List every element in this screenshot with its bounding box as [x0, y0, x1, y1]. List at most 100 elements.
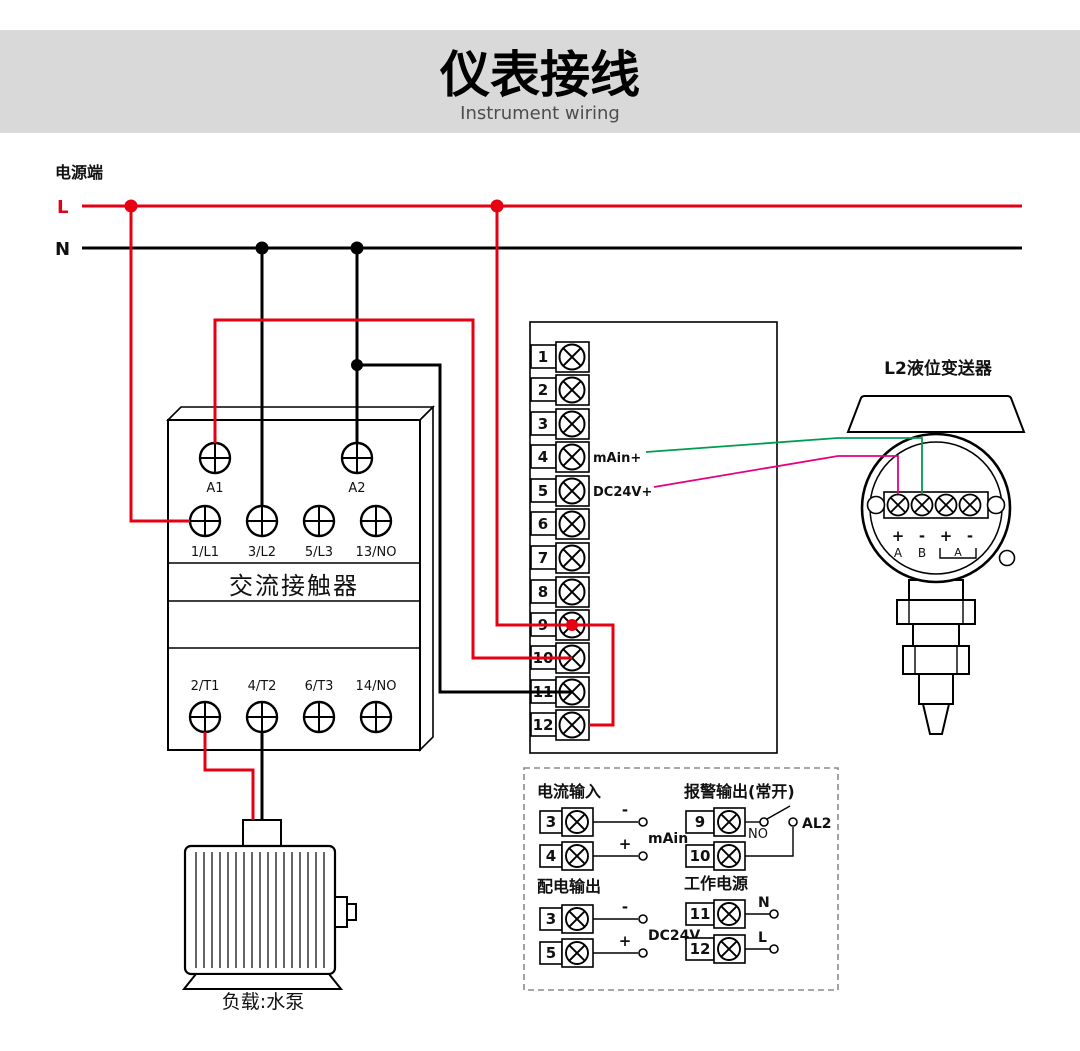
tx-polarity: - — [919, 527, 925, 545]
legend-title: 配电输出 — [537, 877, 601, 896]
load-label: 负载:水泵 — [222, 991, 304, 1013]
strip-row-12: 12 — [530, 709, 590, 741]
terminal-13no-screw-icon — [359, 504, 393, 538]
tx-polarity: + — [892, 527, 905, 545]
tx-bracket-letter: A — [954, 546, 962, 559]
line-n-label: N — [55, 239, 70, 260]
legend-terminal-number: 9 — [695, 813, 705, 831]
terminal-number: 5 — [538, 482, 548, 500]
legend-terminal-number: 5 — [546, 944, 556, 962]
contactor-name-label: 交流接触器 — [229, 572, 359, 600]
legend-border — [523, 767, 839, 991]
junction-dot — [566, 619, 578, 631]
transmitter-bolt-icon — [998, 549, 1016, 567]
terminal-a1-screw-icon — [198, 441, 232, 475]
legend-box: 电流输入 3 - 4 + mAin 报警输出(常开) 9 NO AL2 10 — [523, 767, 839, 991]
wire-terminal9-to-terminal12 — [572, 623, 615, 727]
motor-base — [181, 973, 344, 990]
screw-icon — [558, 376, 586, 404]
junction-dot — [350, 241, 364, 255]
tx-letter-a: A — [894, 546, 903, 560]
minus-sign: - — [622, 801, 628, 819]
terminal-number: 3 — [538, 415, 548, 433]
terminal-3l2-screw-icon — [245, 504, 279, 538]
tx-screw-icon — [958, 493, 982, 517]
terminal-1l1-screw-icon — [188, 504, 222, 538]
header-band — [0, 30, 1080, 133]
tx-polarity: - — [967, 527, 973, 545]
screw-icon — [565, 810, 589, 834]
motor-pump: 负载:水泵 — [181, 819, 357, 1013]
terminal-number: 2 — [538, 381, 548, 399]
terminal-number: 4 — [538, 448, 548, 466]
strip-row-2: 2 — [530, 374, 590, 406]
contactor-top-face — [166, 406, 435, 421]
screw-icon — [558, 544, 586, 572]
legend-alarm-output: 报警输出(常开) 9 NO AL2 10 — [684, 782, 832, 871]
n-label: N — [758, 895, 770, 911]
strip-row-5: 5 — [530, 475, 590, 507]
wire-l-to-1l1 — [129, 206, 190, 523]
level-transmitter: L2液位变送器 + - + - A B A — [846, 358, 1026, 735]
header-banner: 仪表接线 Instrument wiring — [0, 30, 1080, 133]
plus-sign: + — [619, 932, 632, 950]
tx-screw-icon — [886, 493, 910, 517]
dc24v-plus-label: DC24V+ — [593, 485, 652, 500]
screw-icon — [558, 711, 586, 739]
screw-icon — [558, 477, 586, 505]
screw-icon — [565, 941, 589, 965]
terminal-a1-label: A1 — [206, 481, 223, 496]
terminal-6t3-screw-icon — [302, 700, 336, 734]
legend-terminal-number: 10 — [690, 847, 711, 865]
terminal-a2-label: A2 — [348, 481, 365, 496]
terminal-14no-label: 14/NO — [356, 679, 397, 694]
contactor-side-face — [419, 405, 434, 752]
legend-title: 电流输入 — [537, 782, 601, 801]
motor-terminal-box — [242, 819, 282, 847]
terminal-6t3-label: 6/T3 — [305, 679, 334, 694]
terminal-5l3-label: 5/L3 — [305, 545, 333, 560]
legend-terminal-number: 12 — [690, 940, 711, 958]
junction-dot — [124, 199, 138, 213]
legend-terminal-number: 11 — [690, 905, 711, 923]
terminal-number: 7 — [538, 549, 548, 567]
wires — [129, 206, 923, 820]
wire-main-to-transmitter — [645, 437, 923, 494]
l-label: L — [758, 930, 767, 946]
wire-2t1-to-motor — [203, 732, 255, 820]
power-bus: 电源端 L N — [55, 163, 1022, 260]
screw-icon — [717, 937, 741, 961]
junction-dot — [351, 359, 363, 371]
ac-contactor: A1 A2 1/L1 3/L2 5/L3 13/NO 交流接触器 2/T1 4/… — [166, 405, 435, 752]
switch-blade — [766, 805, 791, 820]
screw-icon — [565, 844, 589, 868]
minus-sign: - — [622, 898, 628, 916]
terminal-2t1-label: 2/T1 — [191, 679, 220, 694]
instrument-terminal-strip: 1 2 3 4 5 6 7 8 — [529, 321, 778, 754]
strip-row-8: 8 — [530, 576, 590, 608]
legend-terminal-number: 3 — [546, 813, 556, 831]
power-terminal-label: 电源端 — [55, 163, 103, 182]
terminal-3l2-label: 3/L2 — [248, 545, 276, 560]
contactor-body — [167, 419, 421, 751]
terminal-13no-label: 13/NO — [356, 545, 397, 560]
page-title: 仪表接线 — [439, 46, 640, 104]
legend-current-input: 电流输入 3 - 4 + mAin — [537, 782, 688, 871]
plus-sign: + — [619, 835, 632, 853]
screw-icon — [558, 443, 586, 471]
tx-letter-b: B — [918, 546, 926, 560]
al2-label: AL2 — [802, 816, 832, 832]
wire-n-to-terminal11 — [357, 363, 572, 694]
tx-polarity: + — [940, 527, 953, 545]
probe-tip — [921, 703, 951, 735]
screw-icon — [717, 902, 741, 926]
screw-icon — [717, 810, 741, 834]
strip-row-7: 7 — [530, 542, 590, 574]
legend-terminal-number: 4 — [546, 847, 556, 865]
main-plus-label: mAin+ — [593, 451, 641, 466]
terminal-number: 12 — [533, 716, 554, 734]
screw-icon — [558, 343, 586, 371]
terminal-a2-screw-icon — [340, 441, 374, 475]
terminal-number: 6 — [538, 515, 548, 533]
